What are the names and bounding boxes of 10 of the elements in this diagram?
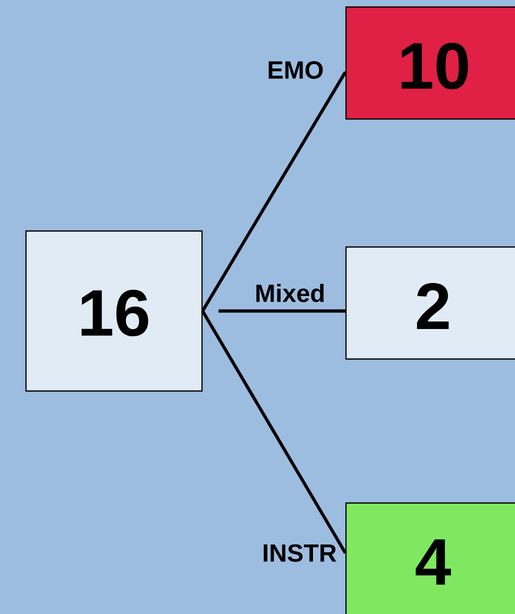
edge-label: INSTR [264,544,336,562]
connector-line [201,71,347,312]
edge-label: EMO [268,61,323,79]
number-box: 16 [25,230,203,392]
edge-label: Mixed [256,284,324,302]
connector-line [201,310,347,554]
number-box: 4 [345,502,515,614]
connector-line [218,309,346,313]
number-box: 10 [345,6,515,120]
number-box: 2 [345,246,515,360]
